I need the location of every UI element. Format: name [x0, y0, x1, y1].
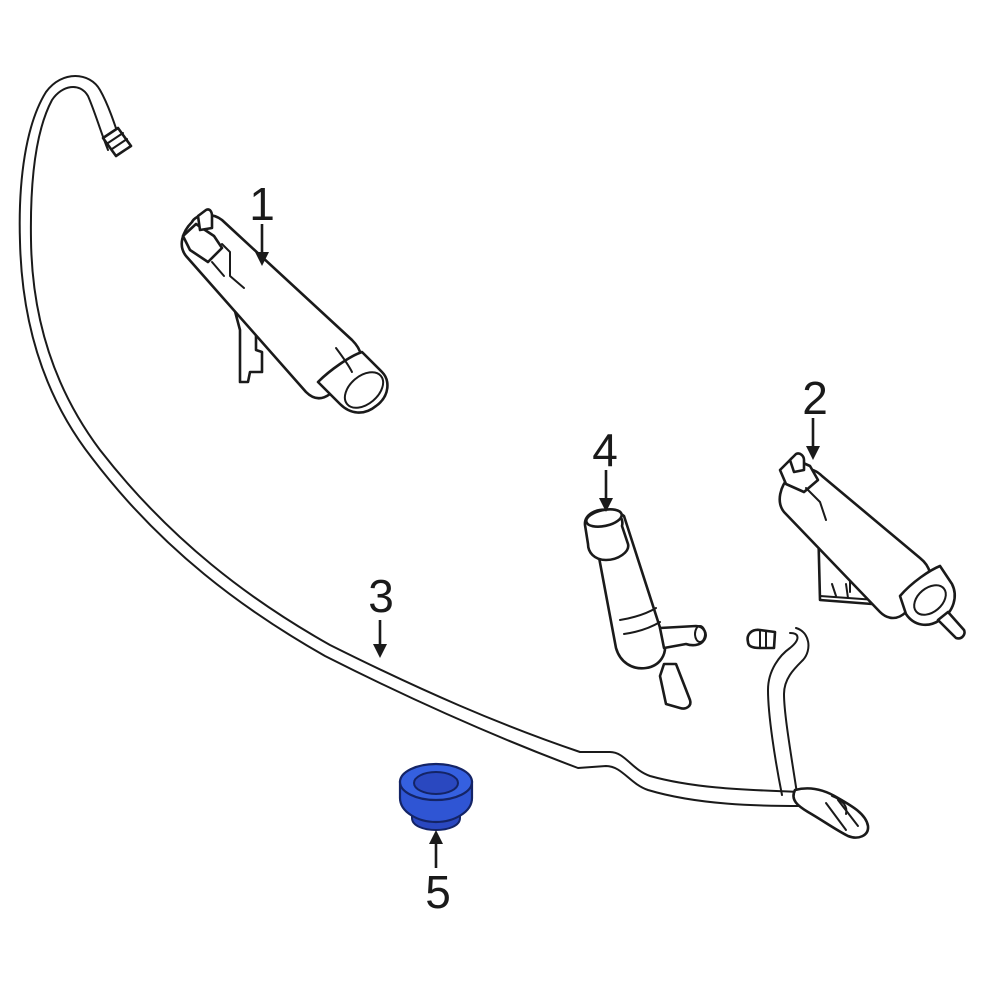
callout-2: 2: [802, 372, 828, 424]
callout-5: 5: [425, 866, 451, 918]
washer-nozzle-right[interactable]: [778, 452, 966, 640]
callout-arrows: [255, 224, 820, 868]
washer-pump[interactable]: [583, 506, 707, 710]
callout-3: 3: [368, 570, 394, 622]
pump-grommet[interactable]: [398, 762, 474, 832]
callout-4: 4: [592, 424, 618, 476]
washer-nozzle-left[interactable]: [180, 208, 390, 414]
washer-hose[interactable]: [18, 75, 870, 839]
callout-1: 1: [249, 178, 275, 230]
